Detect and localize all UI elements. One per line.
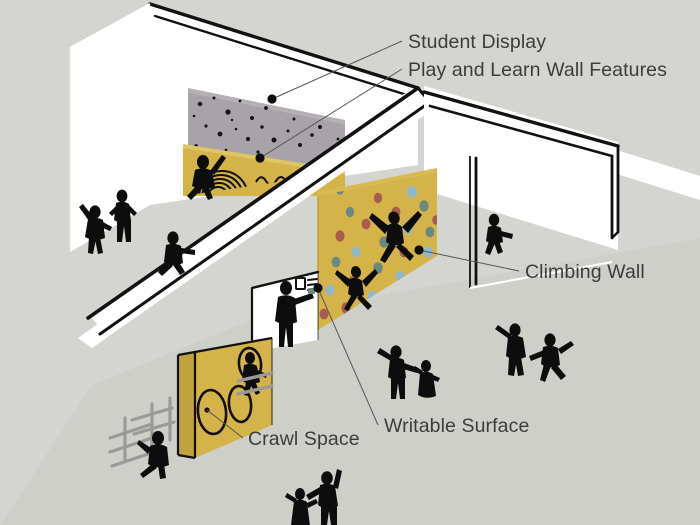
callout-student-display: Student Display — [267, 31, 546, 104]
wall-left-return — [69, 4, 150, 252]
bottom-adult — [306, 469, 342, 525]
callout-writable-surface: Writable Surface — [313, 283, 529, 437]
ladder-climber — [137, 431, 169, 479]
right-adult-waving — [495, 323, 526, 376]
center-adult — [377, 345, 418, 399]
callout-play-learn-wall-features: Play and Learn Wall Features — [255, 59, 667, 163]
climbing-rungs — [108, 396, 176, 468]
left-plaza-adult — [109, 189, 137, 242]
leader-dot-climbing-wall — [414, 245, 424, 255]
leader-dot-play-learn-wall-features — [255, 153, 265, 163]
callout-label-student-display: Student Display — [408, 31, 546, 53]
play-learn-wall-child — [187, 155, 226, 200]
crawl-grab-rails — [236, 371, 274, 396]
crawl-openings — [196, 346, 263, 436]
right-child-jumping — [529, 333, 574, 382]
callout-label-writable-surface: Writable Surface — [384, 415, 529, 437]
leader-dot-student-display — [267, 94, 277, 104]
center-child — [413, 360, 440, 398]
crawl-space-block — [176, 336, 274, 460]
leader-dot-writable-surface — [313, 283, 323, 293]
writable-surface-writer — [275, 281, 315, 347]
left-plaza-child-waving — [79, 204, 112, 254]
callout-crawl-space: Crawl Space — [206, 409, 360, 450]
ramp-runner — [158, 231, 195, 276]
leader-line-play-learn-wall-features — [259, 68, 403, 159]
callout-label-climbing-wall: Climbing Wall — [525, 261, 645, 283]
leader-line-student-display — [271, 40, 403, 100]
callout-climbing-wall: Climbing Wall — [414, 245, 645, 283]
leader-line-climbing-wall — [418, 249, 520, 272]
climbing-wall-climber-upper — [369, 211, 422, 263]
callout-label-crawl-space: Crawl Space — [248, 428, 360, 450]
callout-label-play-learn-wall-features: Play and Learn Wall Features — [408, 59, 667, 81]
leader-line-writable-surface — [317, 287, 379, 426]
wall-right-wing — [422, 86, 620, 289]
callout-layer: Student Display Play and Learn Wall Feat… — [206, 31, 667, 450]
doorway-figure — [485, 213, 513, 255]
leader-line-crawl-space — [206, 409, 244, 439]
climbing-wall-climber-lower — [335, 266, 378, 311]
bottom-child — [285, 488, 318, 525]
